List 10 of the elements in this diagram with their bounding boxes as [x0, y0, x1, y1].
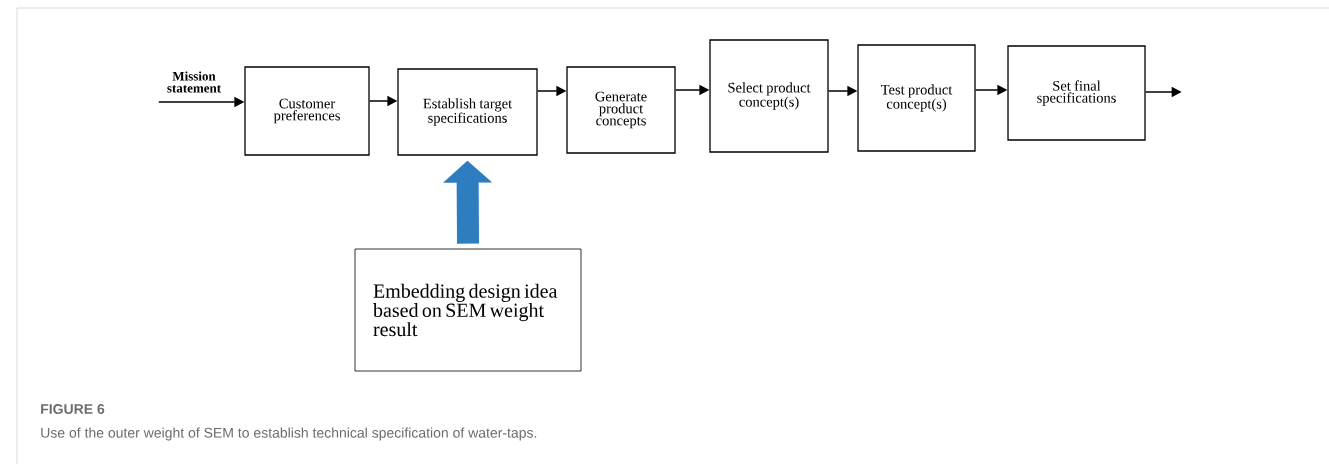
- process-box: Establish target specifications: [397, 68, 538, 156]
- text-box: Embedding design idea based on SEM weight result: [354, 248, 582, 372]
- input-label: Mission statement: [167, 71, 221, 93]
- process-box: Generate product concepts: [566, 66, 676, 154]
- process-box: Test product concept(s): [857, 44, 976, 152]
- figure-label: FIGURE 6: [41, 404, 105, 414]
- caption: Use of the outer weight of SEM to establish technical specification of water-taps.: [41, 427, 537, 441]
- process-box: Customer preferences: [244, 66, 370, 156]
- process-box: Set final specifications: [1007, 45, 1146, 141]
- process-box: Select product concept(s): [709, 39, 829, 153]
